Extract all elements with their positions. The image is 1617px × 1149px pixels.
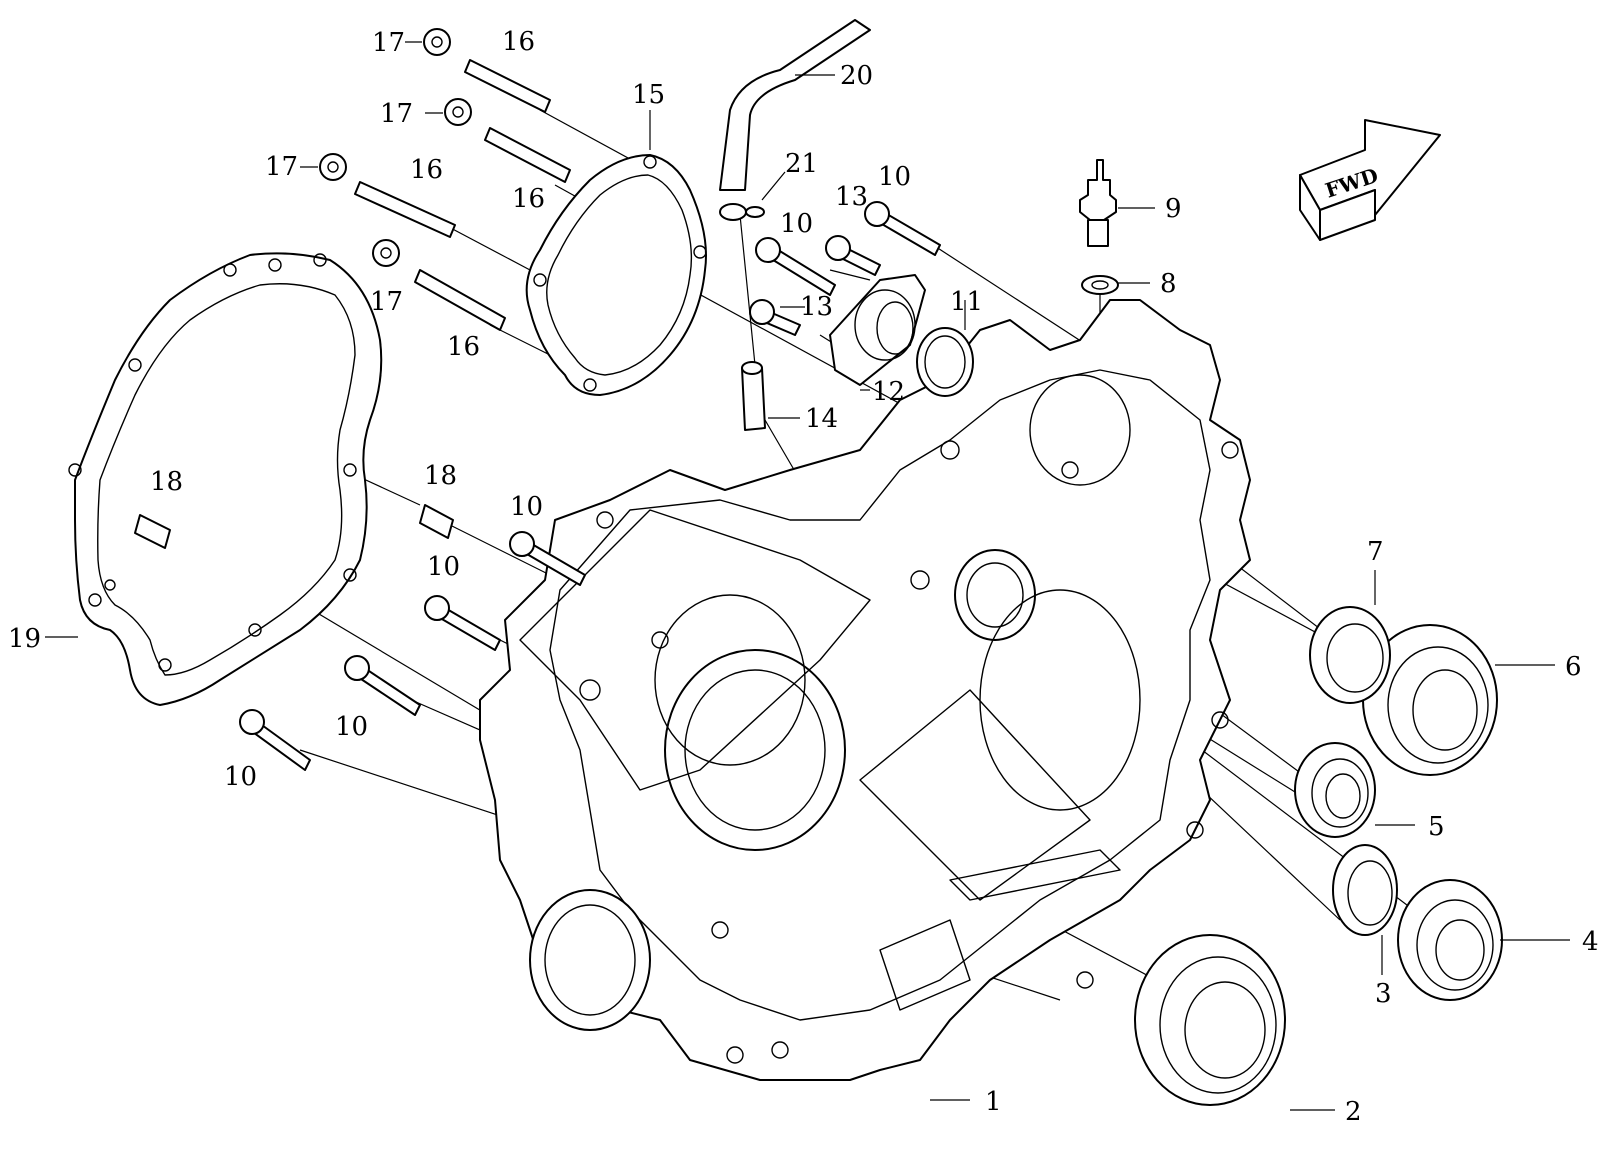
callout-16a: 16 [502,27,535,57]
stud-bolts-16 [354,59,571,331]
cover-gasket-15 [525,154,707,396]
callout-8: 8 [1160,269,1177,299]
bearing-4 [1397,879,1503,1001]
forward-direction-arrow: FWD [1299,119,1441,241]
callout-20: 20 [840,61,873,91]
callout-10d: 10 [427,552,460,582]
callout-5: 5 [1428,812,1445,842]
callout-15: 15 [632,80,665,110]
callout-17a: 17 [372,28,405,58]
callout-3: 3 [1375,979,1392,1009]
callout-17d: 17 [370,287,403,317]
callout-6: 6 [1565,652,1582,682]
callout-14: 14 [805,404,838,434]
breather-hose-20 [719,19,871,191]
oil-seal-3 [1332,844,1398,936]
plate-12 [829,274,926,386]
hose-clamp-21 [719,203,765,221]
callout-2: 2 [1345,1097,1362,1127]
crankcase-gasket [68,252,383,706]
callout-7: 7 [1367,537,1384,567]
callout-10b: 10 [780,209,813,239]
callout-16d: 16 [447,332,480,362]
callout-13b: 13 [800,292,833,322]
nuts-17 [319,28,472,267]
callout-1: 1 [985,1087,1002,1117]
oil-seal-7 [1309,606,1391,704]
callout-10e: 10 [335,712,368,742]
callout-10a: 10 [878,162,911,192]
callout-10f: 10 [224,762,257,792]
callout-12: 12 [872,377,905,407]
callout-18b: 18 [424,461,457,491]
o-ring-11 [916,327,974,397]
callout-4: 4 [1582,927,1599,957]
bearing-5 [1294,742,1376,838]
bolts-10-13 [239,201,941,771]
callout-19: 19 [8,624,41,654]
callout-11: 11 [950,287,983,317]
callout-9: 9 [1165,194,1182,224]
callout-16c: 16 [410,155,443,185]
callout-17b: 17 [380,99,413,129]
bearing-2 [1134,934,1286,1106]
callout-10c: 10 [510,492,543,522]
callout-17c: 17 [265,152,298,182]
crankcase-housing [479,299,1251,1081]
callout-18a: 18 [150,467,183,497]
callout-13a: 13 [835,182,868,212]
dowel-pins-18 [134,504,454,549]
fitting-14 [741,361,766,431]
washer-8 [1081,275,1119,295]
sensor-9 [1079,159,1117,247]
callout-21: 21 [785,149,818,179]
callout-labels: 1 2 3 4 5 6 7 8 9 10 10 10 10 10 10 11 1… [8,27,1599,1127]
callout-16b: 16 [512,184,545,214]
